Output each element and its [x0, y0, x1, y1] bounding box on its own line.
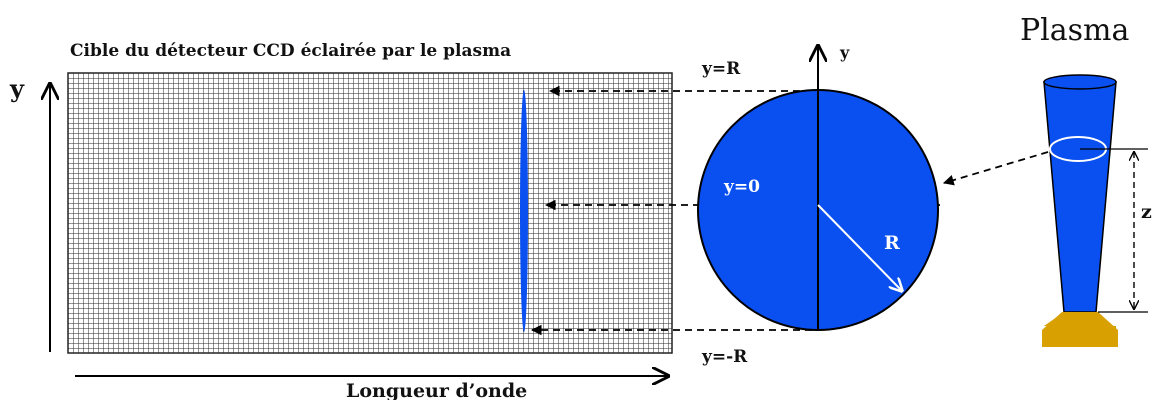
radius-label: R	[884, 232, 900, 254]
slice-to-circle-dashed-arrow-icon	[942, 151, 1049, 186]
plasma-cone	[1043, 81, 1117, 313]
y-top-label: y=R	[701, 59, 741, 79]
circle-y-axis-label: y	[839, 43, 850, 62]
plasma-cone-top	[1043, 74, 1117, 90]
detector-title: Cible du détecteur CCD éclairée par le p…	[70, 41, 511, 61]
x-axis-label: Longueur d’onde	[346, 380, 527, 400]
torch-base	[1042, 330, 1118, 347]
y-axis-left-label: y	[9, 74, 25, 103]
radius-arrow-icon	[817, 204, 902, 291]
z-label: z	[1141, 201, 1152, 223]
spectral-line	[520, 90, 528, 332]
plasma-title: Plasma	[1020, 13, 1130, 48]
ccd-detector-grid	[67, 72, 673, 354]
y-bottom-label: y=-R	[701, 347, 748, 367]
y-mid-label: y=0	[723, 177, 760, 197]
torch-base-bevel	[1042, 312, 1118, 330]
